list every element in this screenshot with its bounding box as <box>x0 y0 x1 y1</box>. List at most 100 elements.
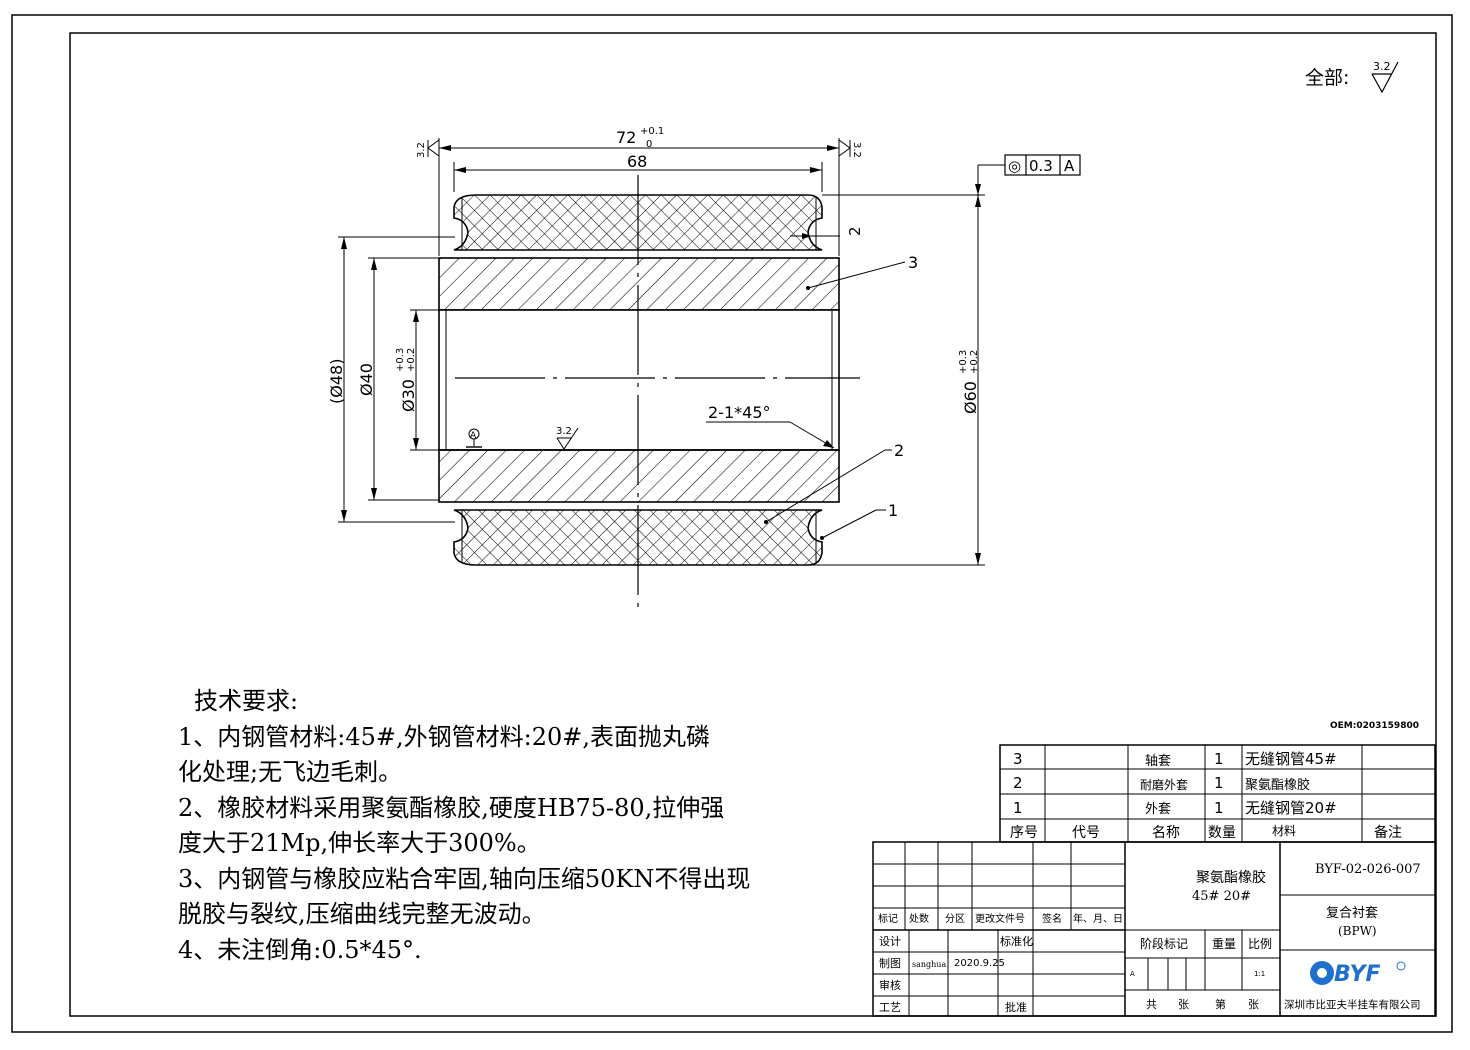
note-line: 化处理;无飞边毛刺。 <box>178 758 403 786</box>
tolerance-datum: A <box>1064 157 1075 175</box>
svg-text:制图: 制图 <box>879 957 901 970</box>
dim-dia-30-tol-upper: +0.3 <box>395 348 406 372</box>
balloon-2: 2 <box>894 441 904 460</box>
svg-text:轴套: 轴套 <box>1145 753 1171 769</box>
svg-text:重量: 重量 <box>1212 937 1236 951</box>
outer-frame <box>11 14 1453 1033</box>
svg-text:年、月、日: 年、月、日 <box>1073 912 1123 925</box>
part-name: 复合衬套 <box>1326 905 1378 921</box>
svg-text:名称: 名称 <box>1152 825 1180 841</box>
note-line: 2、橡胶材料采用聚氨酯橡胶,硬度HB75-80,拉伸强 <box>178 793 725 822</box>
svg-text:BYF: BYF <box>1334 962 1381 987</box>
svg-text:分区: 分区 <box>945 913 965 925</box>
svg-text:材料: 材料 <box>1272 824 1296 838</box>
svg-text:2: 2 <box>1013 774 1023 792</box>
svg-text:张: 张 <box>1248 998 1259 1011</box>
company-name: 深圳市比亚夫半挂车有限公司 <box>1284 998 1421 1011</box>
oem-number: OEM:0203159800 <box>1330 721 1419 731</box>
svg-text:1:1: 1:1 <box>1254 970 1265 978</box>
svg-text:更改文件号: 更改文件号 <box>975 912 1025 925</box>
dim-overall-length: 72 <box>616 128 636 147</box>
dim-overall-tol-lower: 0 <box>646 139 652 150</box>
svg-text:代号: 代号 <box>1072 825 1100 841</box>
dim-dia-30: Ø30 <box>399 379 418 412</box>
svg-text:批准: 批准 <box>1005 1000 1027 1014</box>
notes-heading: 技术要求: <box>194 687 299 715</box>
title-block-grid <box>872 841 1436 1017</box>
svg-text:3.2: 3.2 <box>851 142 862 158</box>
dim-groove: 2 <box>846 226 864 236</box>
bore <box>438 309 840 451</box>
svg-text:处数: 处数 <box>909 912 929 925</box>
svg-text:标准化: 标准化 <box>1000 934 1033 948</box>
drawn-by: sanghua <box>912 960 946 969</box>
surface-roughness-all: 全部: 3.2 <box>1305 60 1399 94</box>
svg-text:序号: 序号 <box>1010 825 1038 841</box>
dim-dia-60: Ø60 <box>961 381 980 414</box>
svg-text:设计: 设计 <box>879 935 901 948</box>
svg-text:A: A <box>1130 970 1135 978</box>
note-line: 度大于21Mp,伸长率大于300%。 <box>178 829 541 857</box>
dim-dia-60-tol-lower: +0.2 <box>969 350 980 374</box>
drawn-date: 2020.9.25 <box>954 958 1005 969</box>
svg-text:1: 1 <box>1214 799 1224 817</box>
inner-frame <box>69 32 1437 1017</box>
dim-dia-48: (Ø48) <box>327 359 346 404</box>
svg-text:阶段标记: 阶段标记 <box>1140 936 1188 951</box>
svg-text:1: 1 <box>1214 750 1224 768</box>
bom-table <box>999 744 1436 843</box>
svg-text:无缝钢管45#: 无缝钢管45# <box>1245 750 1337 768</box>
technical-notes: 技术要求: 1、内钢管材料:45#,外钢管材料:20#,表面抛丸磷 化处理;无飞… <box>178 684 858 968</box>
roughness-bore: 3.2 <box>556 426 579 450</box>
svg-text:比例: 比例 <box>1248 937 1272 951</box>
bom-rows: 3 轴套 1 无缝钢管45# 2 耐磨外套 1 聚氨酯橡胶 1 外套 1 无缝钢… <box>1010 750 1402 841</box>
svg-text:3.2: 3.2 <box>556 426 572 437</box>
balloon-3: 3 <box>908 253 918 272</box>
dim-chamfer: 2-1*45° <box>708 403 771 422</box>
roughness-left-end: 3.2 <box>416 139 440 158</box>
section-view: 72 +0.1 0 68 3.2 3.2 2 (Ø48) <box>327 126 1081 608</box>
svg-text:3: 3 <box>1013 750 1023 768</box>
coaxiality-tolerance-frame: ◎ 0.3 A <box>975 154 1081 195</box>
svg-text:签名: 签名 <box>1042 912 1062 925</box>
note-line: 3、内钢管与橡胶应粘合牢固,轴向压缩50KN不得出现 <box>178 864 751 893</box>
balloon-1: 1 <box>888 501 898 520</box>
dim-dia-40: Ø40 <box>357 363 376 396</box>
svg-text:3.2: 3.2 <box>416 142 427 158</box>
surface-all-value: 3.2 <box>1373 60 1391 73</box>
material-line1: 聚氨酯橡胶 <box>1196 869 1266 886</box>
note-line: 4、未注倒角:0.5*45°. <box>178 935 422 964</box>
byf-logo: BYF <box>1310 961 1406 987</box>
part-sub: (BPW) <box>1338 924 1377 938</box>
svg-text:工艺: 工艺 <box>879 1001 901 1014</box>
surface-all-label: 全部: <box>1305 67 1349 89</box>
bottom-steel-tube <box>438 449 840 503</box>
svg-text:备注: 备注 <box>1374 824 1402 841</box>
svg-text:第: 第 <box>1215 997 1226 1011</box>
top-steel-tube <box>438 257 840 311</box>
svg-text:张: 张 <box>1178 998 1189 1011</box>
roughness-right-end: 3.2 <box>838 139 862 158</box>
svg-text:聚氨酯橡胶: 聚氨酯橡胶 <box>1245 777 1310 793</box>
dim-dia-30-tol-lower: +0.2 <box>406 348 417 372</box>
dim-dia-60-tol-upper: +0.3 <box>958 350 969 374</box>
note-line: 1、内钢管材料:45#,外钢管材料:20#,表面抛丸磷 <box>178 722 710 751</box>
svg-text:外套: 外套 <box>1145 801 1171 817</box>
dim-inner-length: 68 <box>627 152 647 171</box>
title-block-text: 标记 处数 分区 更改文件号 签名 年、月、日 设计 制图 sanghua 20… <box>878 862 1421 1014</box>
drawing-number: BYF-02-026-007 <box>1315 862 1421 877</box>
svg-text:标记: 标记 <box>878 913 898 925</box>
tolerance-symbol: ◎ <box>1008 157 1021 175</box>
datum-a-marker: A <box>466 428 482 448</box>
svg-text:共: 共 <box>1146 998 1157 1011</box>
svg-text:耐磨外套: 耐磨外套 <box>1140 778 1188 792</box>
svg-text:A: A <box>470 431 477 441</box>
svg-text:审核: 审核 <box>879 978 901 992</box>
svg-text:1: 1 <box>1013 799 1023 817</box>
note-line: 脱胶与裂纹,压缩曲线完整无波动。 <box>178 900 546 928</box>
tolerance-value: 0.3 <box>1029 157 1053 175</box>
dim-overall-tol-upper: +0.1 <box>640 126 664 137</box>
material-line2: 45# 20# <box>1192 889 1251 904</box>
